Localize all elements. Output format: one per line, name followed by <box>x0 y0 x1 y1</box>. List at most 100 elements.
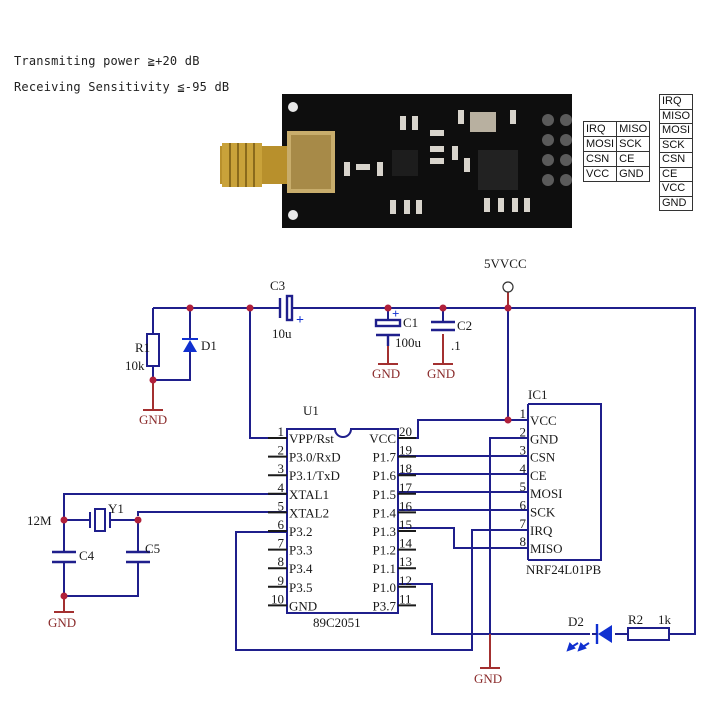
gnd-label-xtal: GND <box>48 615 76 630</box>
pin-label: MISO <box>658 108 694 124</box>
u1-pin-number: 17 <box>399 480 413 495</box>
junction-dot <box>246 304 254 312</box>
pin-label: CE <box>658 166 694 182</box>
ic1-pin-number: 1 <box>520 406 527 421</box>
junction-dot <box>504 416 512 424</box>
pin-label: MISO <box>616 121 651 137</box>
y1-crystal-symbol <box>89 508 111 532</box>
u1-pin-name: XTAL2 <box>289 505 329 520</box>
junction-dot <box>384 304 392 312</box>
y1-value-label: 12M <box>27 513 52 528</box>
receive-sensitivity-spec: Receiving Sensitivity ≦-95 dB <box>14 80 230 94</box>
u1-pin-name: P3.5 <box>289 580 312 595</box>
ic1-pin-name: CSN <box>530 450 556 465</box>
c3-value-label: 10u <box>272 326 292 341</box>
d2-led-symbol <box>566 624 612 652</box>
junction-dot <box>60 516 68 524</box>
u1-pin-stubs <box>268 437 416 607</box>
u1-pin-name: P1.5 <box>373 487 396 502</box>
u1-pin-number: 8 <box>278 554 285 569</box>
junction-dot <box>439 304 447 312</box>
junction-dot <box>149 376 157 384</box>
d2-ref-label: D2 <box>568 614 584 629</box>
r1-resistor-symbol <box>146 333 160 367</box>
ic1-pin-number: 7 <box>520 516 527 531</box>
ic1-pin-number: 4 <box>520 461 527 476</box>
r2-value-label: 1k <box>658 612 672 627</box>
sma-antenna-connector <box>220 131 335 193</box>
u1-pin-name: P1.2 <box>373 543 396 558</box>
u1-pin-number: 19 <box>399 443 412 458</box>
pinout-column-table: IRQ MISO MOSI SCK CSN CE VCC GND <box>658 94 694 211</box>
u1-pin-number: 16 <box>399 498 413 513</box>
d1-diode-symbol <box>182 338 198 352</box>
gnd-label-r1: GND <box>139 412 167 427</box>
u1-pin-number: 20 <box>399 424 412 439</box>
rf-chip <box>392 112 518 190</box>
u1-pin-name: P1.1 <box>373 561 396 576</box>
ic1-pin-name: SCK <box>530 505 556 520</box>
pin-label: VCC <box>582 166 618 182</box>
ic1-pin-name: IRQ <box>530 523 553 538</box>
wires <box>63 292 696 664</box>
u1-pin-name: P1.7 <box>373 450 397 465</box>
u1-pin-name: P3.7 <box>373 598 397 613</box>
wireless-module-photo <box>220 94 572 228</box>
pin-label: VCC <box>658 181 694 197</box>
u1-pin-number: 4 <box>278 480 285 495</box>
pin-label: IRQ <box>658 94 694 110</box>
c2-capacitor-symbol <box>431 320 455 332</box>
ic1-pin-name: CE <box>530 468 547 483</box>
c1-plus-icon: + <box>392 306 399 321</box>
r1-ref-label: R1 <box>135 340 150 355</box>
pin-label: MOSI <box>658 123 694 139</box>
u1-pin-name: P3.1/TxD <box>289 468 340 483</box>
pin-header <box>542 114 572 186</box>
transmit-power-spec: Transmiting power ≧+20 dB <box>14 54 200 68</box>
u1-pin-name: VPP/Rst <box>289 431 334 446</box>
u1-pin-number: 7 <box>278 536 285 551</box>
u1-pin-name: P3.4 <box>289 561 313 576</box>
junction-dot <box>134 516 142 524</box>
u1-pin-name: GND <box>289 598 317 613</box>
gnd-label-c2: GND <box>427 366 455 381</box>
u1-pin-name: P1.6 <box>373 468 397 483</box>
c3-capacitor-symbol <box>278 294 294 322</box>
u1-pin-number: 5 <box>278 498 285 513</box>
junction-dots <box>60 304 512 600</box>
d1-ref-label: D1 <box>201 338 217 353</box>
wire-c4-c5-bottom <box>63 562 139 597</box>
wire-irq-p32 <box>235 529 528 651</box>
pin-label: SCK <box>658 137 694 153</box>
r1-value-label: 10k <box>125 358 145 373</box>
wire-r1-d1-bottom <box>152 352 191 381</box>
u1-pin-name: P3.0/RxD <box>289 450 341 465</box>
u1-pin-number: 6 <box>278 517 285 532</box>
gnd-label-c1: GND <box>372 366 400 381</box>
c3-plus-icon: + <box>296 313 304 328</box>
ic1-pin-number: 5 <box>520 479 527 494</box>
u1-ref-label: U1 <box>303 403 319 418</box>
ic1-box-outline <box>528 403 602 561</box>
u1-chip-body <box>286 428 399 614</box>
c2-value-label: .1 <box>451 338 461 353</box>
u1-pin-name: P3.3 <box>289 543 312 558</box>
pin-label: CSN <box>658 152 694 168</box>
c2-ref-label: C2 <box>457 318 472 333</box>
pin-label: SCK <box>616 136 651 152</box>
u1-pin-name: P3.2 <box>289 524 312 539</box>
ic1-pin-number: 2 <box>520 424 527 439</box>
wire-vcc-u1 <box>398 419 508 439</box>
wire-xtal2 <box>137 511 287 516</box>
led-light-arrows-icon <box>566 642 590 652</box>
wire-xtal1 <box>63 493 287 520</box>
power-rail-label: 5VVCC <box>484 256 527 271</box>
pin-label: GND <box>658 195 694 211</box>
wire-ic1-gnd <box>489 437 528 664</box>
c4-ref-label: C4 <box>79 548 95 563</box>
u1-pin-number: 14 <box>399 536 413 551</box>
ic1-part-label: NRF24L01PB <box>526 562 601 577</box>
